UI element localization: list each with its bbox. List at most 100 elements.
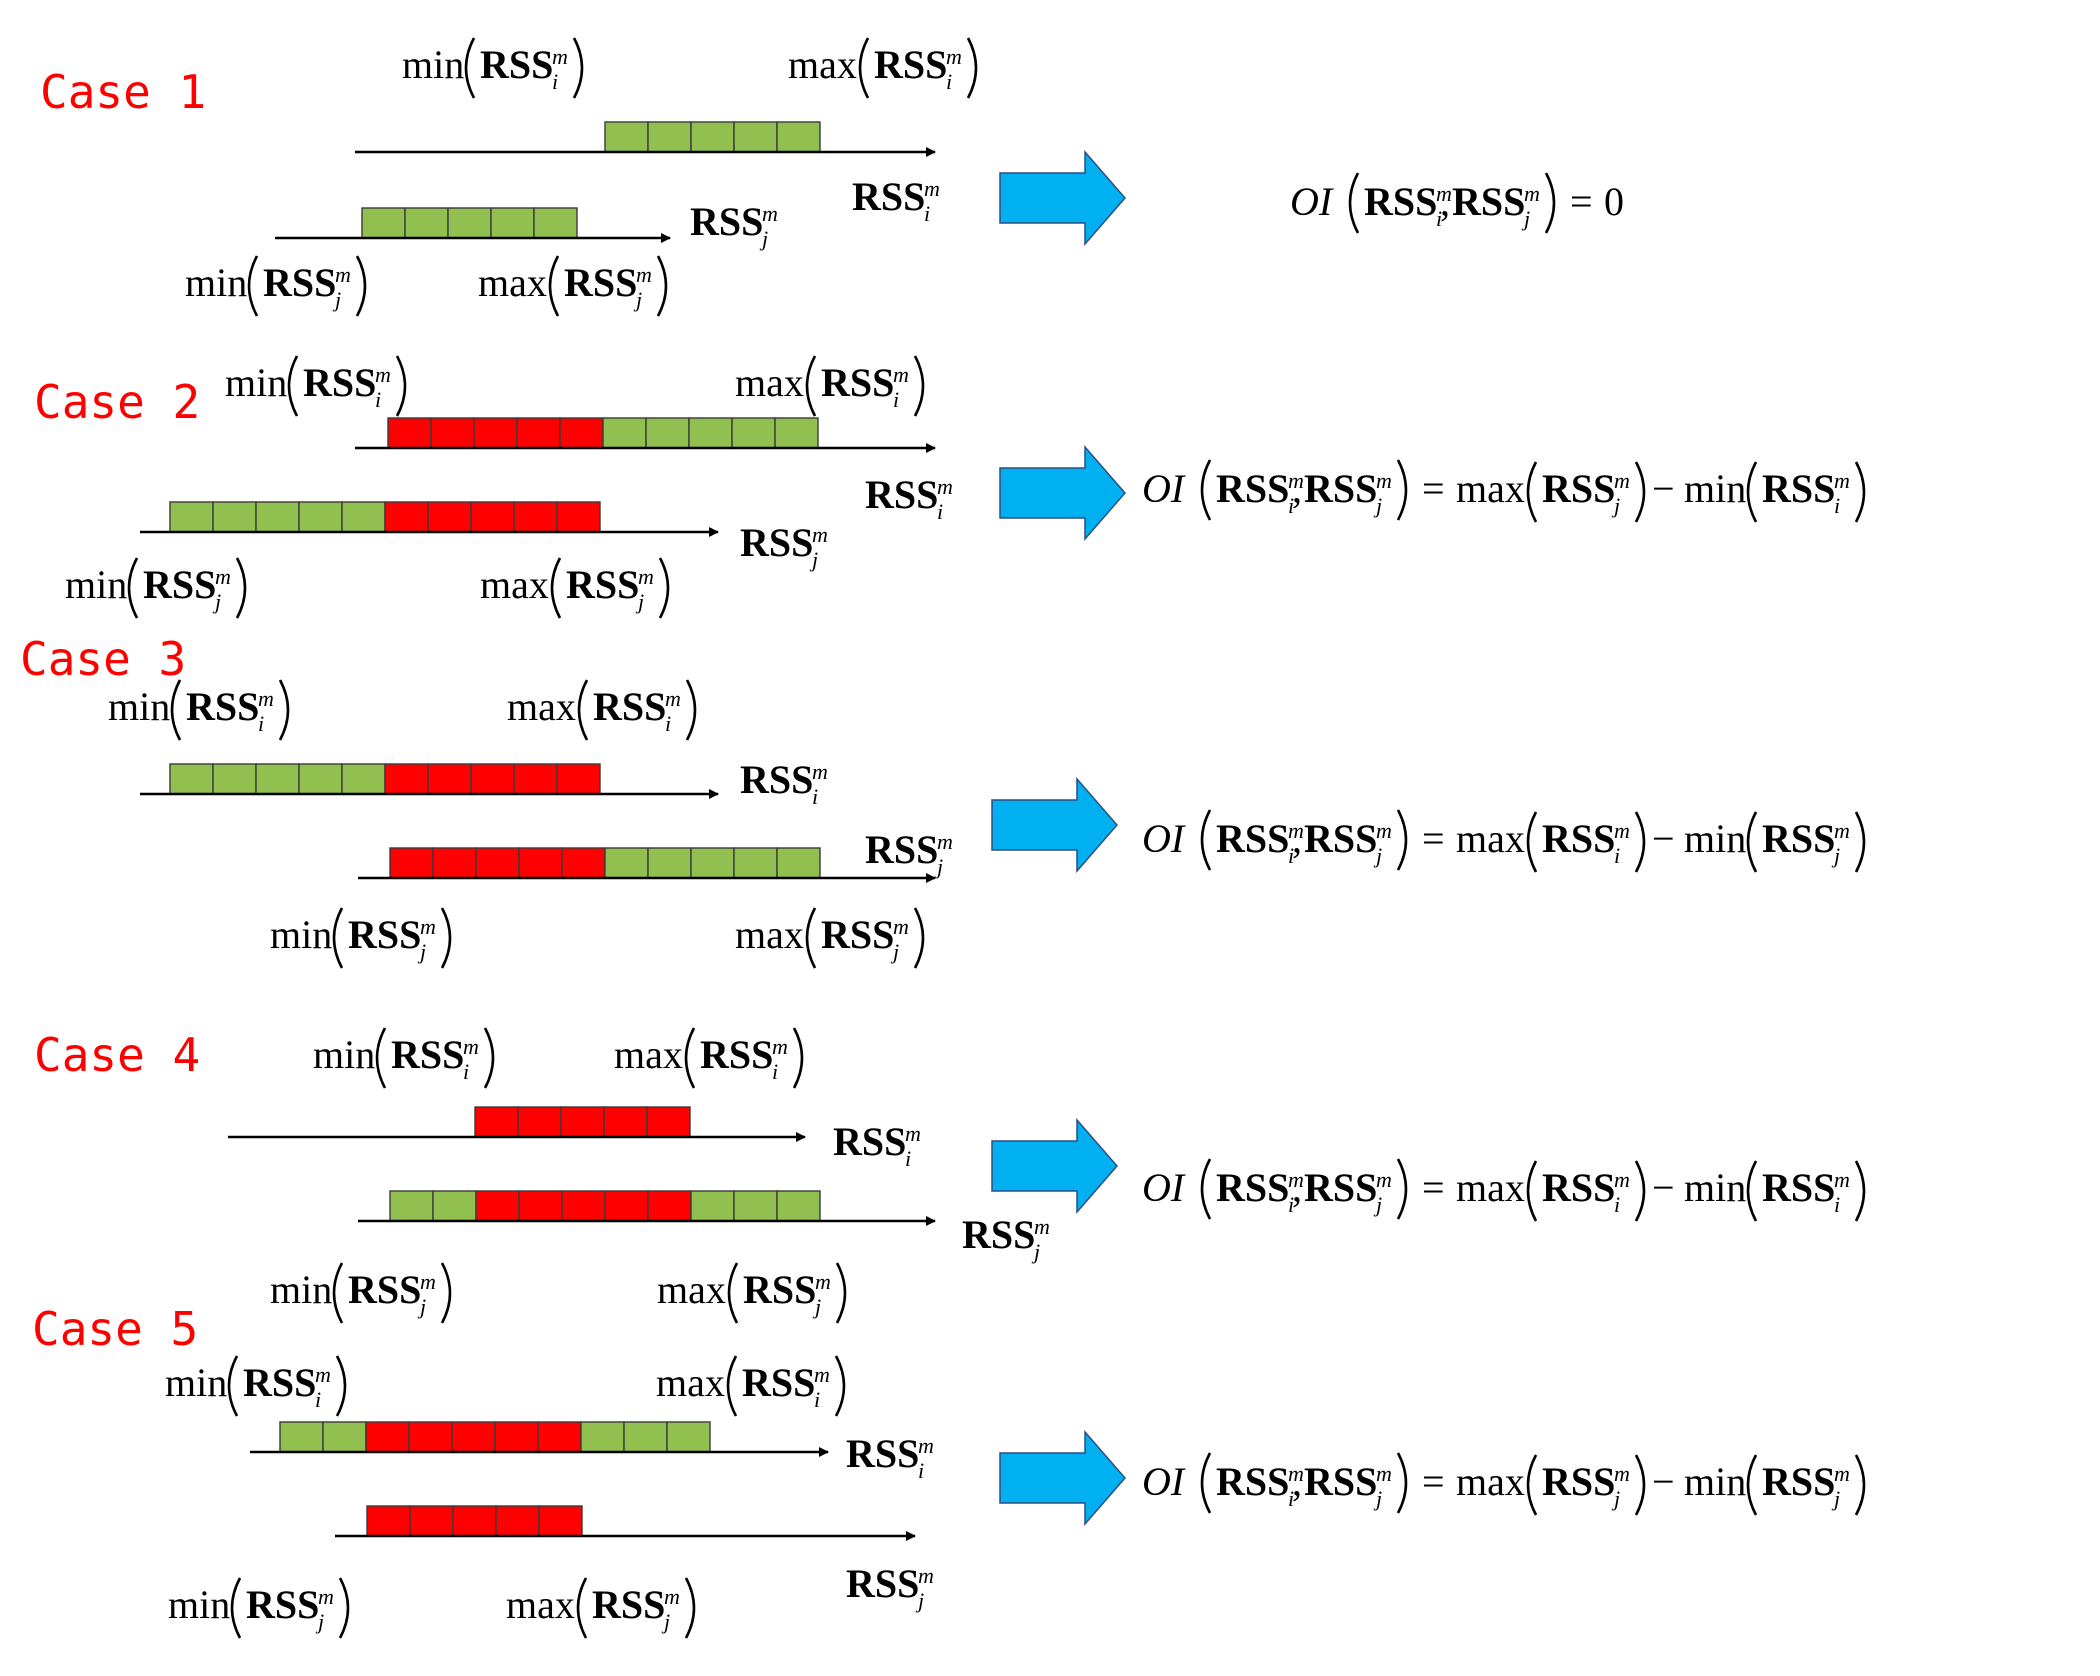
open-paren — [127, 557, 139, 619]
max-text: max — [506, 1582, 575, 1627]
close-paren — [1634, 1454, 1646, 1516]
superscript-m: m — [1376, 468, 1392, 493]
subscript-i: i — [893, 387, 899, 412]
superscript-m: m — [1614, 1167, 1630, 1192]
open-paren — [805, 355, 817, 417]
open-paren — [247, 255, 259, 317]
max-text: max — [656, 1360, 725, 1405]
superscript-m: m — [335, 262, 351, 287]
close-paren — [235, 557, 247, 619]
rss-cell — [580, 1421, 625, 1453]
close-paren — [338, 1577, 350, 1639]
minus-sign: − — [1652, 816, 1675, 861]
superscript-m: m — [814, 1362, 830, 1387]
superscript-m: m — [258, 686, 274, 711]
superscript-m: m — [420, 914, 436, 939]
superscript-m: m — [1034, 1214, 1050, 1239]
open-paren — [1526, 811, 1538, 873]
overlap-cell — [475, 847, 520, 879]
rss-text: RSS — [391, 1032, 464, 1077]
subscript-j: j — [759, 226, 768, 251]
overlap-cell — [473, 417, 518, 449]
subscript-i: i — [258, 711, 264, 736]
close-paren — [792, 1027, 804, 1089]
rss-text: RSS — [846, 1561, 919, 1606]
rss-cell — [255, 501, 300, 533]
superscript-m: m — [812, 759, 828, 784]
rss-text: RSS — [852, 174, 925, 219]
close-paren — [1396, 1452, 1408, 1514]
rss-cell — [645, 417, 690, 449]
rss-text: RSS — [1216, 1459, 1289, 1504]
open-paren — [1746, 1160, 1758, 1222]
open-paren — [1746, 811, 1758, 873]
overlap-cell — [516, 417, 561, 449]
result-arrow-icon — [991, 1117, 1118, 1215]
superscript-m: m — [1834, 1167, 1850, 1192]
close-paren — [572, 37, 584, 99]
superscript-m: m — [638, 564, 654, 589]
open-paren — [230, 1577, 242, 1639]
superscript-m: m — [1834, 1461, 1850, 1486]
overlap-cell — [646, 1106, 691, 1138]
close-paren — [834, 1355, 846, 1417]
rss-text: RSS — [348, 912, 421, 957]
superscript-m: m — [893, 914, 909, 939]
subscript-i: i — [946, 69, 952, 94]
overlap-cell — [517, 1106, 562, 1138]
superscript-m: m — [636, 262, 652, 287]
comma: , — [1440, 179, 1450, 224]
rss-text: RSS — [1216, 1165, 1289, 1210]
rss-cell — [688, 417, 733, 449]
superscript-m: m — [924, 176, 940, 201]
rss-text: RSS — [593, 684, 666, 729]
superscript-m: m — [937, 829, 953, 854]
subscript-j: j — [315, 1609, 324, 1634]
superscript-m: m — [420, 1269, 436, 1294]
min-text: min — [225, 360, 287, 405]
open-paren — [858, 37, 870, 99]
subscript-i: i — [665, 711, 671, 736]
overlap-cell — [474, 1106, 519, 1138]
rss-cell — [322, 1421, 367, 1453]
subscript-i: i — [1614, 843, 1620, 868]
rss-cell — [623, 1421, 668, 1453]
rss-text: RSS — [690, 199, 763, 244]
result-arrow-icon — [999, 149, 1126, 247]
case-title: Case 3 — [20, 632, 186, 686]
rss-cell — [604, 121, 649, 153]
rss-cell — [776, 1190, 821, 1222]
subscript-j: j — [661, 1609, 670, 1634]
subscript-j: j — [633, 287, 642, 312]
rss-text: RSS — [263, 260, 336, 305]
close-paren — [913, 907, 925, 969]
min-text: min — [1684, 1459, 1746, 1504]
overlap-cell — [387, 417, 432, 449]
subscript-i: i — [924, 201, 930, 226]
subscript-j: j — [635, 589, 644, 614]
rss-i-axis — [355, 417, 936, 453]
rss-text: RSS — [1542, 466, 1615, 511]
open-paren — [684, 1027, 696, 1089]
equals-sign: = — [1422, 1459, 1445, 1504]
rss-text: RSS — [1542, 1459, 1615, 1504]
equals-sign: = — [1570, 179, 1593, 224]
superscript-m: m — [1524, 181, 1540, 206]
comma: , — [1292, 1459, 1302, 1504]
